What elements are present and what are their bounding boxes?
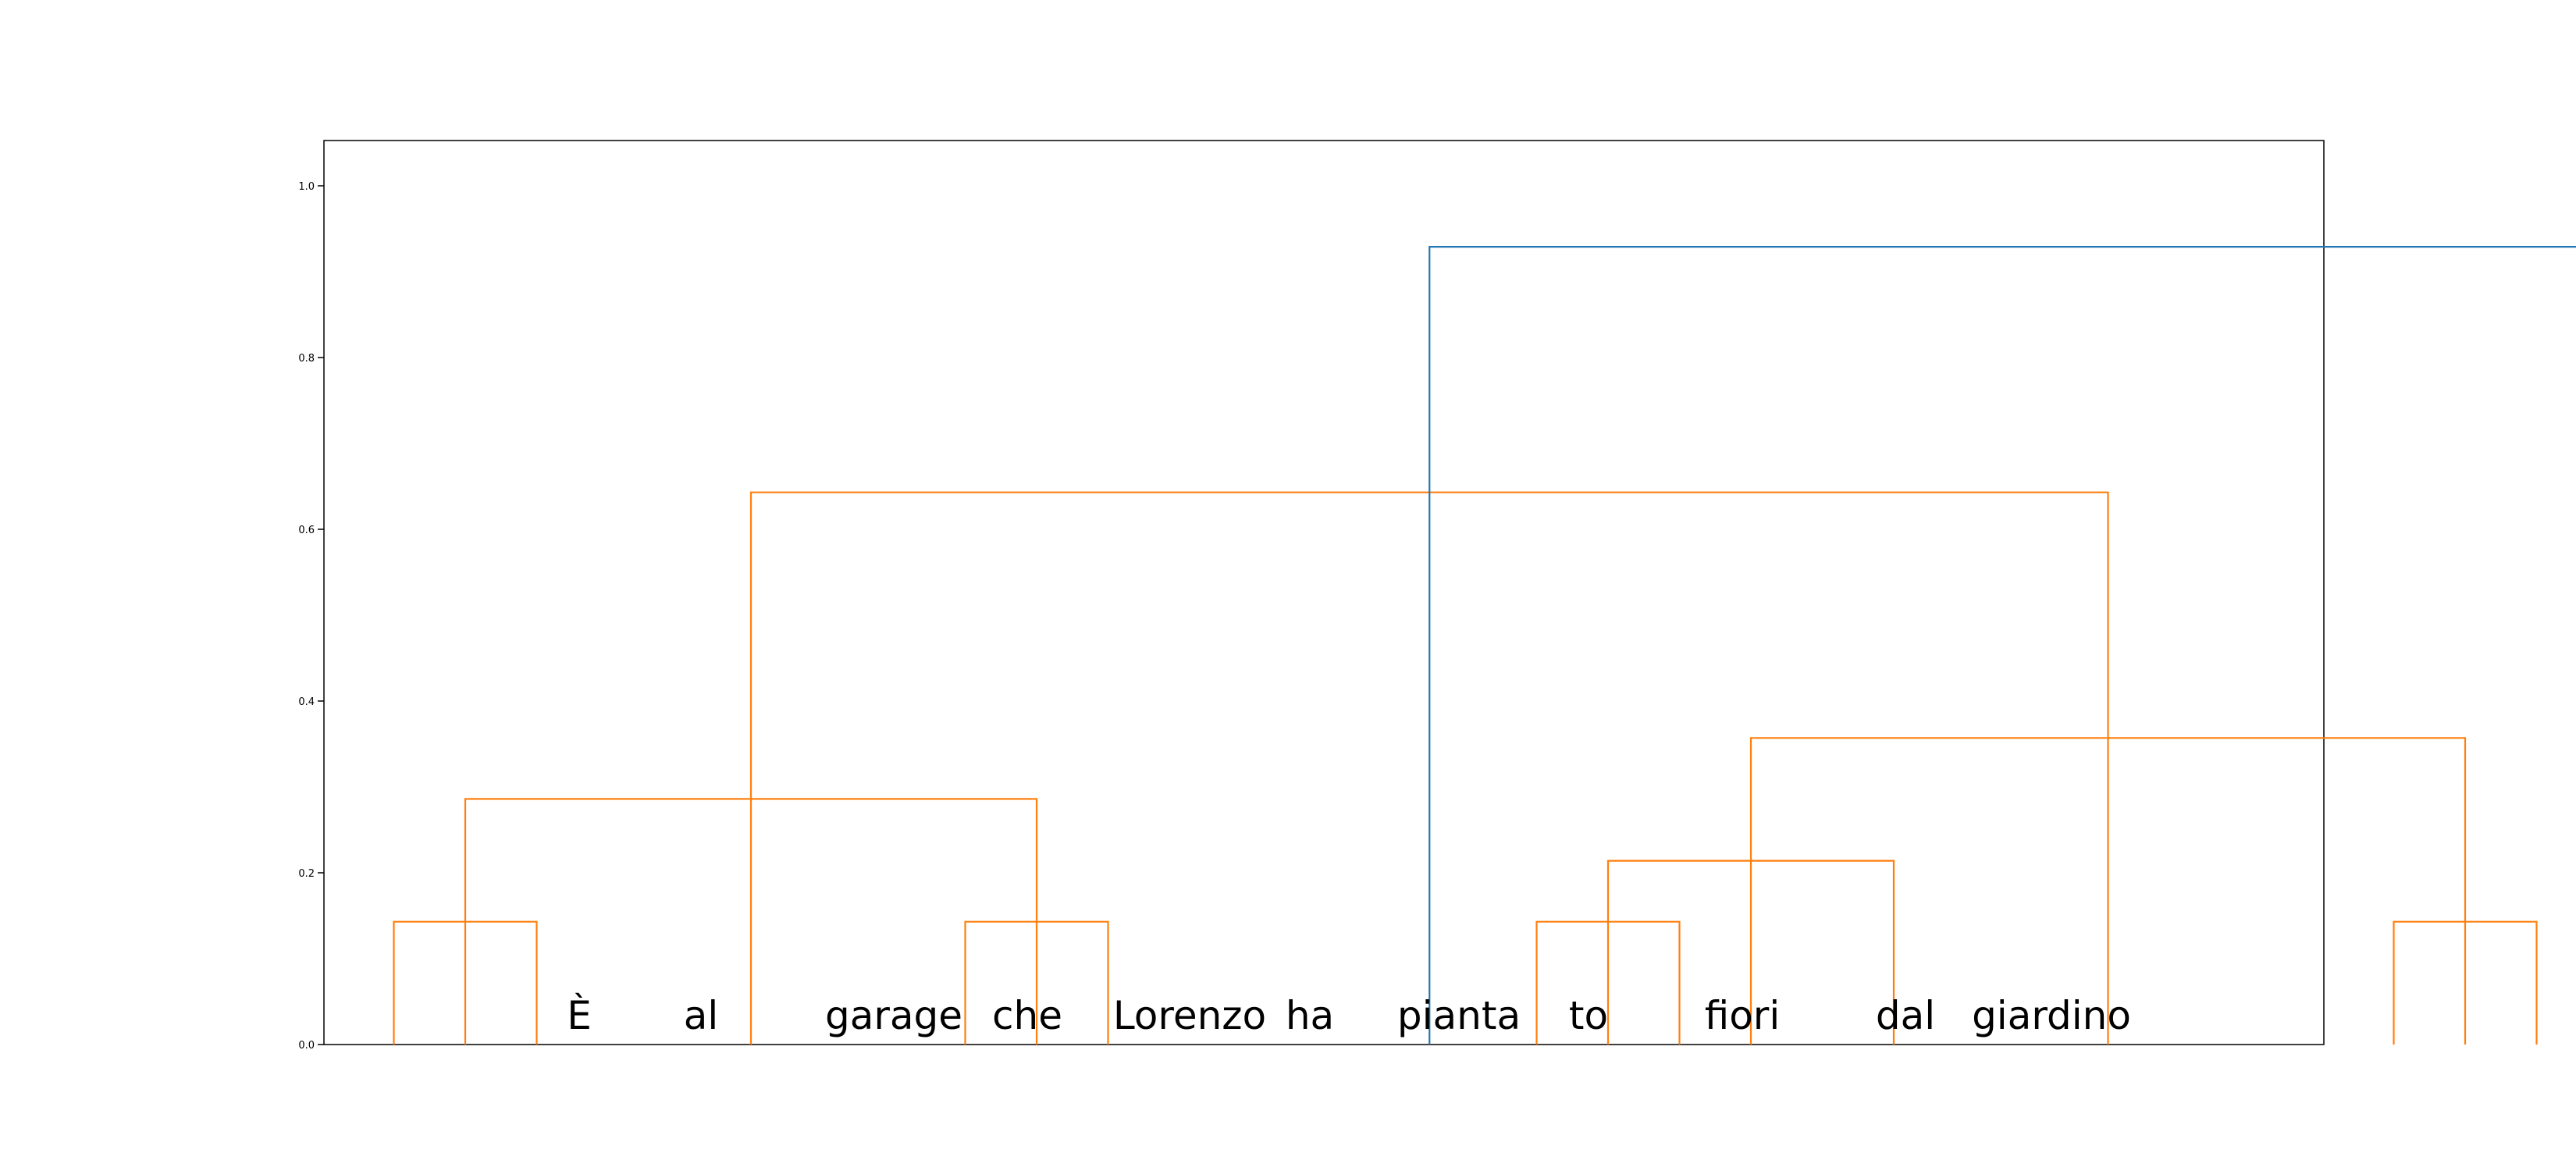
word-label-0: È — [567, 992, 592, 1038]
word-label-2: garage — [825, 993, 962, 1038]
plot-area-frame — [323, 140, 2325, 1045]
word-label-5: ha — [1286, 993, 1334, 1038]
y-tick-label-5: 1.0 — [298, 181, 315, 193]
word-label-6: pianta — [1397, 993, 1521, 1038]
word-label-9: dal — [1876, 993, 1935, 1038]
y-tick-label-4: 0.8 — [298, 353, 315, 365]
dendrogram-links — [393, 246, 2576, 1045]
word-label-1: al — [684, 993, 719, 1038]
y-tick-label-0: 0.0 — [298, 1040, 315, 1052]
word-label-10: giardino — [1972, 993, 2131, 1038]
y-tick-label-2: 0.4 — [298, 696, 315, 708]
y-tick-label-1: 0.2 — [298, 868, 315, 880]
word-label-8: fiori — [1705, 993, 1781, 1038]
word-label-4: Lorenzo — [1113, 993, 1266, 1038]
word-label-7: to — [1569, 993, 1608, 1038]
word-label-3: che — [992, 993, 1062, 1038]
y-axis: 0.0 0.2 0.4 0.6 0.8 1.0 — [298, 181, 324, 1052]
link-blue-11 — [1429, 246, 2576, 1045]
y-tick-label-3: 0.6 — [298, 525, 315, 536]
